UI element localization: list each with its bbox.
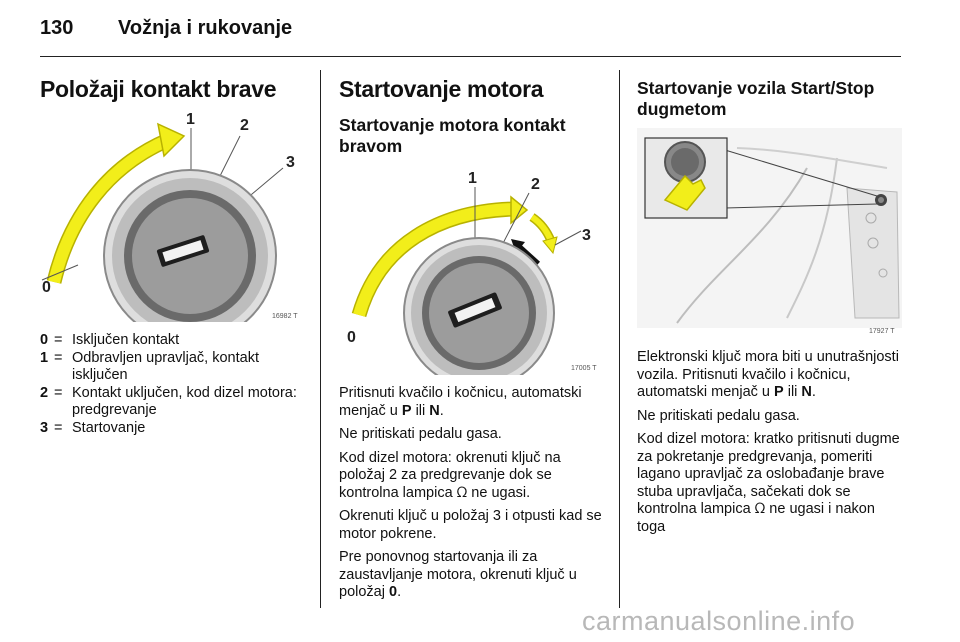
text-bold: N xyxy=(801,384,812,400)
glow-plug-icon: ᘯ xyxy=(754,501,766,517)
column-divider-2 xyxy=(619,70,620,608)
legend-key: 0 xyxy=(40,332,49,348)
text: Kod dizel motora: okrenuti ključ na polo… xyxy=(339,449,561,501)
header-rule xyxy=(40,56,901,57)
paragraph: Okrenuti ključ u položaj 3 i otpusti kad… xyxy=(339,508,602,542)
paragraph: Pre ponovnog startovanja ili za zaustavl… xyxy=(339,549,607,602)
paragraph: Kod dizel motora: kratko pritisnuti dugm… xyxy=(637,431,902,536)
legend-text: Startovanje xyxy=(72,419,146,436)
legend-row: 0 = Isključen kontakt xyxy=(40,332,310,350)
column-divider-1 xyxy=(320,70,321,608)
text: Kod dizel motora: kratko pritisnuti dugm… xyxy=(637,431,900,517)
glow-plug-icon: ᘯ xyxy=(456,484,468,501)
legend-eq: = xyxy=(54,349,63,366)
text: . xyxy=(397,584,402,600)
start-stop-illustration: 17927 T xyxy=(637,128,902,335)
figure-ignition-positions: 1 2 3 0 16982 T xyxy=(40,110,305,343)
legend-key: 3 xyxy=(40,419,49,436)
text: ili xyxy=(783,384,802,400)
figure-number: 17927 T xyxy=(869,328,895,335)
legend-row: 2 = Kontakt uključen, kod dizel motora: … xyxy=(40,385,310,420)
legend-row: 1 = Odbravljen upravljač, kontakt isklju… xyxy=(40,350,310,385)
text: Pritisnuti kvačilo i kočnicu, automatski… xyxy=(339,385,582,419)
position-label-0: 0 xyxy=(42,279,51,296)
text-bold: P xyxy=(401,402,412,419)
legend-text: Isključen kontakt xyxy=(72,332,180,348)
text: ili xyxy=(411,402,430,419)
text-bold: P xyxy=(774,384,784,400)
legend-eq: = xyxy=(54,419,63,436)
text: Elektronski ključ mora biti u unutrašnjo… xyxy=(637,349,899,400)
legend-row: 3 = Startovanje xyxy=(40,420,310,438)
heading-starting-engine: Startovanje motora xyxy=(339,76,544,102)
text: ne ugasi i nakon toga xyxy=(637,501,875,535)
heading-ignition-positions: Položaji kontakt brave xyxy=(40,76,277,102)
paragraph: Ne pritiskati pedalu gasa. xyxy=(339,426,502,442)
position-label-1: 1 xyxy=(468,170,477,187)
position-label-0: 0 xyxy=(347,329,356,346)
legend-text: Kontakt uključen, kod dizel motora: pred… xyxy=(72,384,297,419)
paragraph: Elektronski ključ mora biti u unutrašnjo… xyxy=(637,349,902,402)
column-3: Startovanje vozila Start/Stop dugmetom xyxy=(637,78,902,120)
legend-text: Odbravljen upravljač, kontakt isključen xyxy=(72,349,259,384)
text: Pre ponovnog startovanja ili za zaustavl… xyxy=(339,549,577,600)
section-title: Vožnja i rukovanje xyxy=(118,17,293,39)
position-label-1: 1 xyxy=(186,111,195,128)
text: . xyxy=(811,384,816,400)
paragraph: Kod dizel motora: okrenuti ključ na polo… xyxy=(339,450,607,503)
figure-start-stop: 17927 T xyxy=(637,128,902,338)
text: . xyxy=(439,402,444,419)
legend-ignition-positions: 0 = Isključen kontakt 1 = Odbravljen upr… xyxy=(40,332,310,437)
text-bold: 0 xyxy=(388,584,398,600)
position-label-2: 2 xyxy=(531,176,540,193)
position-label-3: 3 xyxy=(286,154,295,171)
figure-number: 17005 T xyxy=(571,365,597,372)
position-label-3: 3 xyxy=(582,227,591,244)
column-2: Startovanje motora Startovanje motora ko… xyxy=(339,76,609,157)
paragraph: Pritisnuti kvačilo i kočnicu, automatski… xyxy=(339,385,607,420)
figure-number: 16982 T xyxy=(272,313,298,320)
legend-eq: = xyxy=(54,332,63,348)
column-3-body: Elektronski ključ mora biti u unutrašnjo… xyxy=(637,349,902,542)
position-label-2: 2 xyxy=(240,117,249,134)
legend-key: 1 xyxy=(40,349,49,366)
legend-eq: = xyxy=(54,384,63,401)
page-number: 130 xyxy=(40,17,74,39)
ignition-lock-illustration: 1 2 3 0 16982 T xyxy=(41,111,298,343)
text-bold: N xyxy=(429,402,440,419)
text: ne ugasi. xyxy=(467,484,531,501)
figure-key-start: 1 2 3 0 17005 T xyxy=(339,165,604,389)
column-1: Položaji kontakt brave xyxy=(40,76,310,102)
paragraph: Ne pritiskati pedalu gasa. xyxy=(637,407,800,424)
key-start-illustration: 1 2 3 0 17005 T xyxy=(347,170,597,389)
watermark: carmanualsonline.info xyxy=(582,606,856,636)
heading-start-stop-button: Startovanje vozila Start/Stop dugmetom xyxy=(637,78,875,119)
column-2-body: Pritisnuti kvačilo i kočnicu, automatski… xyxy=(339,385,607,608)
subheading-key-start: Startovanje motora kontakt bravom xyxy=(339,115,566,156)
legend-key: 2 xyxy=(40,384,49,401)
